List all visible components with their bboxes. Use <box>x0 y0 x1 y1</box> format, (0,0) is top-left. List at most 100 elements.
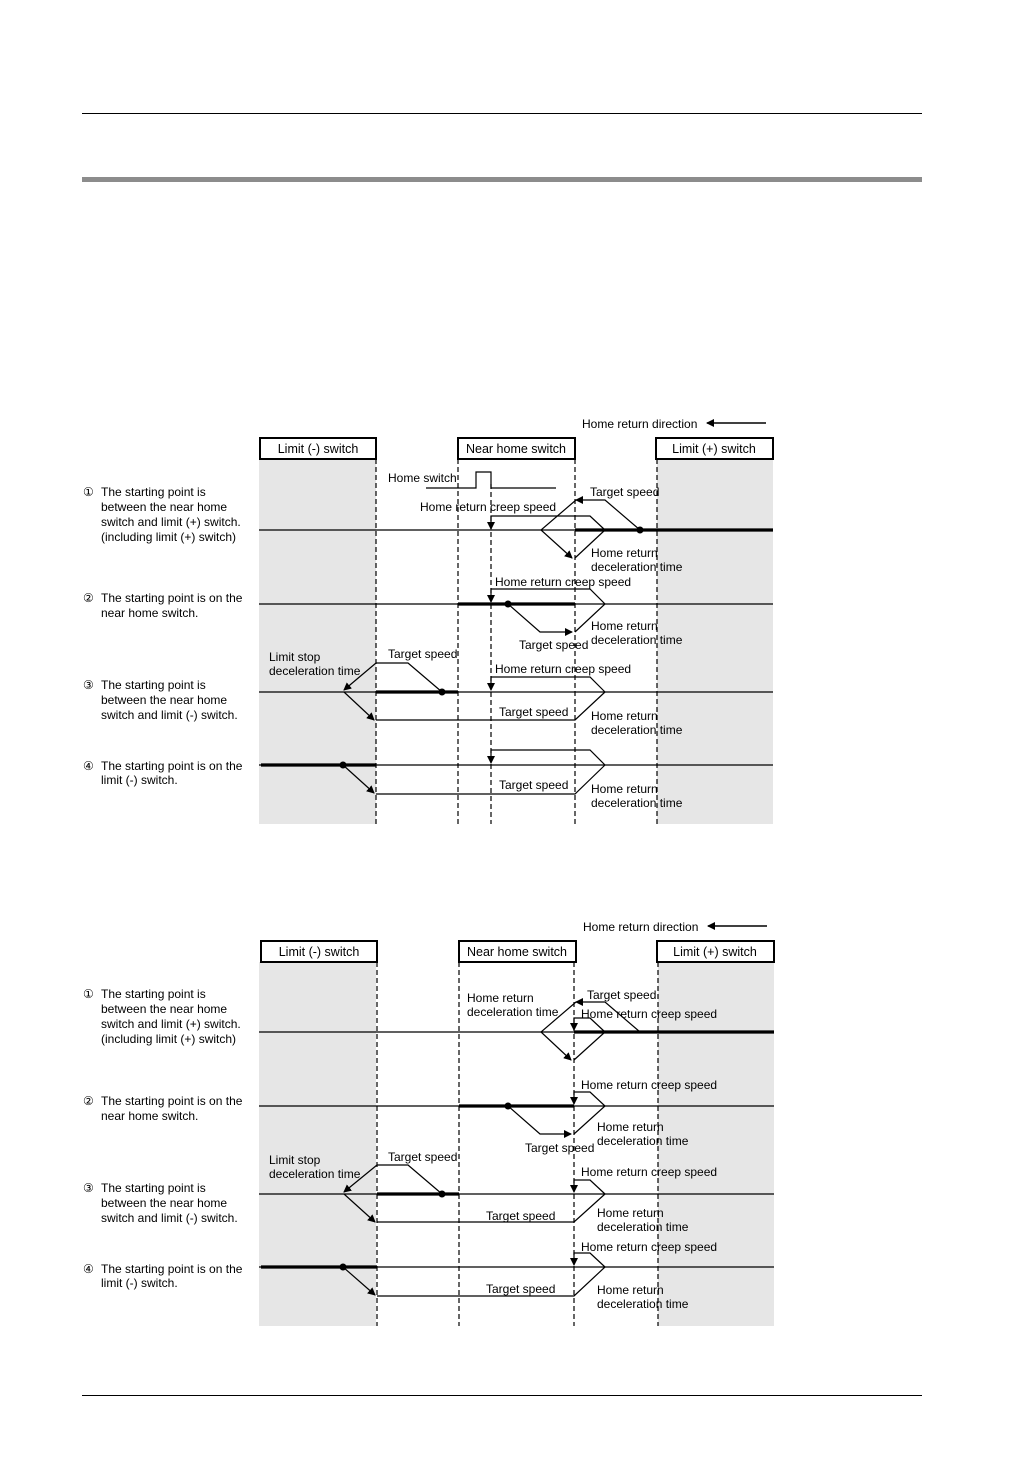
c4-creep-speed: Home return creep speed <box>581 1240 717 1254</box>
svg-text:④: ④ <box>83 759 94 773</box>
header-rule <box>82 113 922 114</box>
diagram-1-svg: Home return direction Limit (-) switch N… <box>83 417 774 824</box>
svg-text:①: ① <box>83 987 94 1001</box>
c3-target-speed-bottom: Target speed <box>486 1209 555 1223</box>
svg-text:②: ② <box>83 591 94 605</box>
near-home-header-label: Near home switch <box>467 945 567 959</box>
c2-decel-1: Home return <box>597 1120 664 1134</box>
c2-target-speed: Target speed <box>525 1141 594 1155</box>
svg-text:④: ④ <box>83 1262 94 1276</box>
c3-decel-2: deceleration time <box>591 723 683 737</box>
c3-decel-2: deceleration time <box>597 1220 689 1234</box>
svg-text:The starting point is: The starting point is <box>101 485 206 499</box>
c2-decel-2: deceleration time <box>591 633 683 647</box>
case-3-start-point <box>438 1190 446 1198</box>
case-1-label: ① The starting point is between the near… <box>83 485 241 544</box>
svg-text:The starting point is: The starting point is <box>101 678 206 692</box>
c1-decel-1: Home return <box>467 991 534 1005</box>
near-home-header <box>457 437 576 460</box>
footer-rule <box>82 1395 922 1396</box>
svg-text:③: ③ <box>83 1181 94 1195</box>
near-home-header-label: Near home switch <box>466 442 566 456</box>
svg-text:The starting point is on the: The starting point is on the <box>101 591 243 605</box>
case-1-start-point <box>636 526 644 534</box>
near-home-header <box>458 940 577 963</box>
section-rule <box>82 177 922 182</box>
case-3-label: ③ The starting point is between the near… <box>83 1181 238 1225</box>
svg-text:The starting point is: The starting point is <box>101 987 206 1001</box>
case-1-label: ① The starting point is between the near… <box>83 987 241 1046</box>
limit-plus-header <box>655 437 774 460</box>
case-2-start-point <box>504 1102 512 1110</box>
c2-creep-speed: Home return creep speed <box>581 1078 717 1092</box>
svg-text:③: ③ <box>83 678 94 692</box>
svg-text:between the near home: between the near home <box>101 693 227 707</box>
c1-decel-2: deceleration time <box>467 1005 559 1019</box>
svg-text:The starting point is on the: The starting point is on the <box>101 759 243 773</box>
limit-minus-header <box>260 940 378 963</box>
limit-minus-header-label: Limit (-) switch <box>278 442 359 456</box>
c3-limit-stop-1: Limit stop <box>269 650 321 664</box>
home-return-diagram-1: Home return direction Limit (-) switch N… <box>0 0 1032 824</box>
c3-decel-1: Home return <box>591 709 658 723</box>
svg-text:(including limit (+) switch): (including limit (+) switch) <box>101 1032 236 1046</box>
c3-target-speed-top: Target speed <box>388 647 457 661</box>
svg-text:The starting point is on the: The starting point is on the <box>101 1094 243 1108</box>
svg-text:near home switch.: near home switch. <box>101 1109 198 1123</box>
direction-label: Home return direction <box>582 417 697 431</box>
c4-decel-1: Home return <box>591 782 658 796</box>
case-4-label: ④ The starting point is on the limit (-)… <box>83 1262 243 1290</box>
c3-limit-stop-2: deceleration time <box>269 664 361 678</box>
case-2-start-point <box>504 600 512 608</box>
c1-decel-1: Home return <box>591 546 658 560</box>
c3-creep-speed: Home return creep speed <box>495 662 631 676</box>
limit-plus-region <box>658 962 774 1326</box>
home-return-diagram-2: Home return direction Limit (-) switch N… <box>0 0 1032 1326</box>
c1-target-speed: Target speed <box>587 988 656 1002</box>
c3-target-speed-bottom: Target speed <box>499 705 568 719</box>
svg-text:between the near home: between the near home <box>101 500 227 514</box>
c4-decel-1: Home return <box>597 1283 664 1297</box>
diagram-2-svg: Home return direction Limit (-) switch N… <box>83 920 775 1326</box>
svg-text:The starting point is: The starting point is <box>101 1181 206 1195</box>
boundary-guides <box>375 459 658 824</box>
limit-plus-header-label: Limit (+) switch <box>673 945 757 959</box>
limit-plus-header <box>656 940 775 963</box>
c2-creep-speed: Home return creep speed <box>495 575 631 589</box>
svg-text:(including limit (+) switch): (including limit (+) switch) <box>101 530 236 544</box>
limit-minus-header <box>259 437 377 460</box>
c3-limit-stop-1: Limit stop <box>269 1153 321 1167</box>
case-4-start-point <box>339 761 347 769</box>
c3-creep-speed: Home return creep speed <box>581 1165 717 1179</box>
svg-text:switch and limit (-) switch.: switch and limit (-) switch. <box>101 708 238 722</box>
case-4-label: ④ The starting point is on the limit (-)… <box>83 759 243 787</box>
case-2-label: ② The starting point is on the near home… <box>83 591 243 620</box>
svg-text:switch and limit (-) switch.: switch and limit (-) switch. <box>101 1211 238 1225</box>
c1-target-speed: Target speed <box>590 485 659 499</box>
c4-target-speed: Target speed <box>486 1282 555 1296</box>
svg-text:between the near home: between the near home <box>101 1002 227 1016</box>
case-3-label: ③ The starting point is between the near… <box>83 678 238 722</box>
case-2-trace <box>259 588 773 636</box>
limit-minus-region <box>259 459 376 824</box>
case-4-start-point <box>339 1263 347 1271</box>
case-1-trace <box>259 496 773 559</box>
svg-text:switch and limit (+) switch.: switch and limit (+) switch. <box>101 515 241 529</box>
c4-decel-2: deceleration time <box>591 796 683 810</box>
c1-decel-2: deceleration time <box>591 560 683 574</box>
c3-target-speed-top: Target speed <box>388 1150 457 1164</box>
c4-decel-2: deceleration time <box>597 1297 689 1311</box>
svg-text:②: ② <box>83 1094 94 1108</box>
svg-text:①: ① <box>83 485 94 499</box>
svg-text:switch and limit (+) switch.: switch and limit (+) switch. <box>101 1017 241 1031</box>
c3-limit-stop-2: deceleration time <box>269 1167 361 1181</box>
c2-target-speed: Target speed <box>519 638 588 652</box>
c2-decel-1: Home return <box>591 619 658 633</box>
home-switch-label: Home switch <box>388 471 457 485</box>
direction-label: Home return direction <box>583 920 698 934</box>
limit-minus-header-label: Limit (-) switch <box>279 945 360 959</box>
case-2-trace <box>259 1091 774 1138</box>
c1-creep-speed: Home return creep speed <box>581 1007 717 1021</box>
case-3-start-point <box>438 688 446 696</box>
svg-text:near home switch.: near home switch. <box>101 606 198 620</box>
